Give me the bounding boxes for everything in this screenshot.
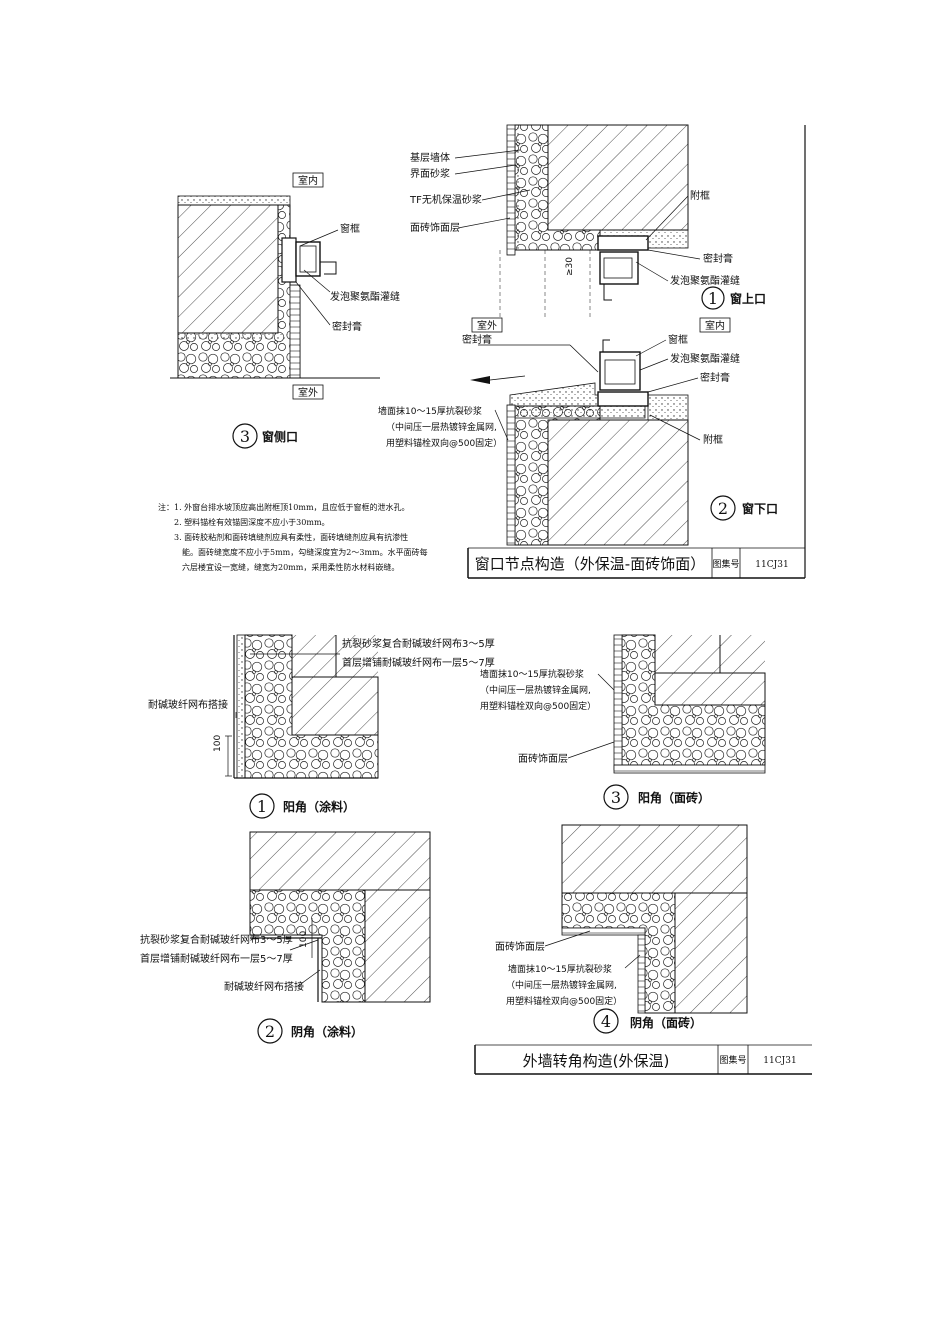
label-overlap: 耐碱玻纤网布搭接 (224, 980, 304, 993)
title-block-top: 窗口节点构造（外保温-面砖饰面） 图集号 11CJ31 (467, 547, 805, 579)
label-first-floor: 首层增铺耐碱玻纤网布一层5～7厚 (342, 656, 495, 669)
dim-text: ≥30 (565, 257, 575, 276)
note-line: 3. 面砖胶粘剂和面砖填缝剂应具有柔性，面砖填缝剂应具有抗渗性 (174, 532, 408, 542)
label-mortar-line2: （中间压一层热镀锌金属网, (386, 421, 497, 433)
label-subframe: 附框 (690, 189, 710, 202)
label-overlap: 耐碱玻纤网布搭接 (148, 698, 228, 711)
label-pu-foam: 发泡聚氨酯灌缝 (330, 290, 400, 303)
sheet-bottom: 100 抗裂砂浆复合耐碱玻纤网布3～5厚 首层增铺耐碱玻纤网布一层5～7厚 耐碱… (140, 634, 812, 1075)
detail-number: 2 (718, 499, 728, 518)
label-mortar-line3: 用塑料锚栓双向@500固定） (506, 995, 622, 1007)
detail-number: 4 (601, 1012, 611, 1031)
detail-inner-corner-tile: 面砖饰面层 墙面抹10～15厚抗裂砂浆 （中间压一层热镀锌金属网, 用塑料锚栓双… (495, 824, 748, 1034)
label-sealant-2: 密封膏 (700, 371, 730, 384)
label-window-frame: 窗框 (668, 333, 688, 346)
label-first-floor: 首层增铺耐碱玻纤网布一层5～7厚 (140, 952, 293, 965)
detail-number: 1 (708, 289, 718, 308)
note-line: 六层楼宜设一宽缝，缝宽为20mm，采用柔性防水材料嵌缝。 (182, 562, 399, 572)
atlas-label: 图集号 (712, 558, 739, 570)
detail-inner-corner-paint: 100 抗裂砂浆复合耐碱玻纤网布3～5厚 首层增铺耐碱玻纤网布一层5～7厚 耐碱… (140, 831, 431, 1044)
sheet-top: 室内 室外 窗框 发泡聚氨酯灌缝 密封膏 3 窗侧口 (158, 124, 806, 579)
label-window-frame: 窗框 (340, 222, 360, 235)
detail-window-sill: 室外 室内 密封膏 窗框 发泡聚氨酯灌缝 密封膏 附框 墙面抹1 (378, 317, 778, 546)
detail-caption: 窗下口 (742, 501, 778, 516)
label-base-wall: 基层墙体 (410, 151, 450, 164)
detail-window-side: 室内 室外 窗框 发泡聚氨酯灌缝 密封膏 3 窗侧口 (170, 172, 400, 449)
label-mortar-line3: 用塑料锚栓双向@500固定） (480, 700, 596, 712)
detail-number: 3 (240, 427, 250, 446)
tag-indoor: 室内 (298, 174, 318, 187)
note-line: 注：1. 外窗台排水坡顶应高出附框顶10mm，且应低于窗框的泄水孔。 (158, 502, 410, 512)
label-interface-mortar: 界面砂浆 (410, 167, 450, 180)
tag-indoor: 室内 (705, 319, 725, 332)
label-mortar-line2: （中间压一层热镀锌金属网, (480, 684, 591, 696)
label-mortar-line3: 用塑料锚栓双向@500固定） (386, 437, 502, 449)
detail-caption: 阴角（涂料） (291, 1024, 363, 1039)
label-pu-foam: 发泡聚氨酯灌缝 (670, 274, 740, 287)
label-tile-finish: 面砖饰面层 (495, 940, 545, 953)
note-line: 能。面砖缝宽度不应小于5mm，勾缝深度宜为2～3mm。水平面砖每 (182, 547, 428, 557)
label-tile-finish: 面砖饰面层 (410, 221, 460, 234)
label-sealant: 密封膏 (462, 333, 492, 346)
label-mortar-line1: 墙面抹10～15厚抗裂砂浆 (378, 405, 482, 417)
detail-caption: 阳角（面砖） (638, 790, 710, 805)
tag-outdoor: 室外 (298, 386, 318, 399)
label-mortar-line2: （中间压一层热镀锌金属网, (506, 979, 617, 991)
detail-window-head: ≥30 基层墙体 界面砂浆 TF无机保温砂浆 面砖饰面层 附框 密封膏 发泡聚氨… (409, 124, 766, 320)
atlas-label: 图集号 (719, 1054, 746, 1066)
notes-block: 注：1. 外窗台排水坡顶应高出附框顶10mm，且应低于窗框的泄水孔。 2. 塑料… (158, 502, 428, 572)
detail-caption: 阴角（面砖） (630, 1015, 702, 1030)
tag-outdoor: 室外 (477, 319, 497, 332)
atlas-number: 11CJ31 (763, 1056, 796, 1066)
label-mesh: 抗裂砂浆复合耐碱玻纤网布3～5厚 (342, 637, 495, 650)
detail-number: 3 (611, 788, 621, 807)
label-sealant: 密封膏 (332, 320, 362, 333)
sheet-title: 窗口节点构造（外保温-面砖饰面） (475, 555, 705, 573)
atlas-number: 11CJ31 (755, 560, 788, 570)
dim-text: 100 (299, 931, 309, 948)
label-mortar-line1: 墙面抹10～15厚抗裂砂浆 (508, 963, 612, 975)
detail-caption: 窗侧口 (262, 429, 298, 444)
detail-number: 2 (265, 1022, 275, 1041)
label-pu-foam: 发泡聚氨酯灌缝 (670, 352, 740, 365)
detail-outer-corner-tile: 墙面抹10～15厚抗裂砂浆 （中间压一层热镀锌金属网, 用塑料锚栓双向@500固… (480, 634, 766, 810)
detail-number: 1 (257, 797, 267, 816)
detail-caption: 窗上口 (730, 291, 766, 306)
detail-outer-corner-paint: 100 抗裂砂浆复合耐碱玻纤网布3～5厚 首层增铺耐碱玻纤网布一层5～7厚 耐碱… (148, 634, 495, 819)
label-insulation-mortar: TF无机保温砂浆 (409, 193, 482, 206)
note-line: 2. 塑料锚栓有效锚固深度不应小于30mm。 (174, 517, 330, 527)
detail-caption: 阳角（涂料） (283, 799, 355, 814)
dim-text: 100 (213, 735, 223, 752)
label-tile-finish: 面砖饰面层 (518, 752, 568, 765)
label-sealant: 密封膏 (703, 252, 733, 265)
label-mortar-line1: 墙面抹10～15厚抗裂砂浆 (480, 668, 584, 680)
label-mesh: 抗裂砂浆复合耐碱玻纤网布3～5厚 (140, 933, 293, 946)
title-block-bottom: 外墙转角构造(外保温) 图集号 11CJ31 (474, 1044, 812, 1075)
sheet-title: 外墙转角构造(外保温) (523, 1052, 670, 1070)
label-subframe: 附框 (703, 433, 723, 446)
